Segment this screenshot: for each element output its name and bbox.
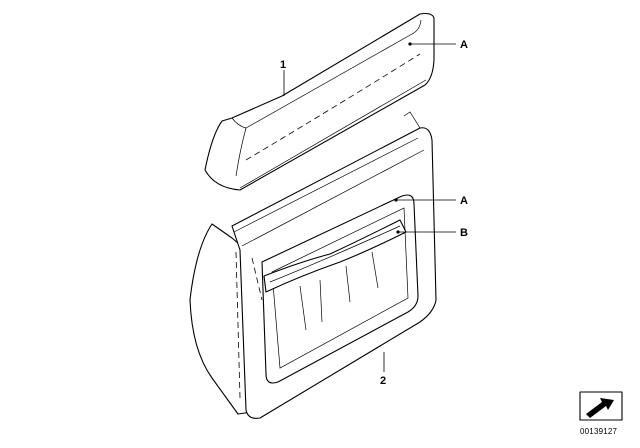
orientation-arrow-icon xyxy=(579,391,623,421)
callout-b: B xyxy=(460,227,468,239)
leader-lines xyxy=(283,43,456,372)
callout-a-top: A xyxy=(460,39,468,51)
diagram-code: 00139127 xyxy=(580,427,618,436)
callout-2: 2 xyxy=(380,375,386,387)
part-2-back-panel xyxy=(189,111,437,419)
leader-dots xyxy=(394,42,412,234)
part-1-cushion xyxy=(204,12,435,191)
callout-a-mid: A xyxy=(460,195,468,207)
callout-1: 1 xyxy=(280,59,286,71)
